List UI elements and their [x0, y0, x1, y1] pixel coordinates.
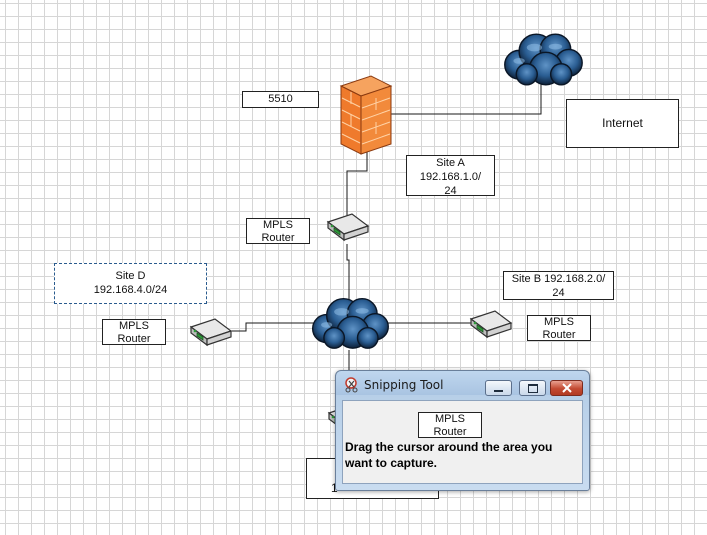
bottom-site-label-text: 1 — [331, 481, 338, 495]
router-label-bottom: MPLS Router — [418, 412, 482, 438]
site-b-label: Site B 192.168.2.0/ 24 — [503, 271, 614, 300]
router-label-left: MPLS Router — [102, 319, 166, 345]
model-label: 5510 — [242, 91, 319, 108]
router-icon — [326, 212, 370, 244]
minimize-button[interactable] — [485, 380, 512, 396]
router-label-top: MPLS Router — [246, 218, 310, 244]
router-icon — [188, 317, 234, 349]
router-label-right: MPLS Router — [527, 315, 591, 341]
minimize-icon — [494, 389, 503, 392]
cloud-icon — [500, 30, 586, 88]
snipping-instructions: Drag the cursor around the area you want… — [345, 440, 553, 470]
close-icon — [561, 383, 572, 393]
site-d-label: Site D 192.168.4.0/24 — [54, 263, 207, 304]
maximize-icon — [527, 383, 538, 393]
router-icon — [468, 309, 514, 341]
snipping-tool-client: MPLS Router Drag the cursor around the a… — [342, 400, 583, 484]
firewall-icon — [339, 74, 393, 156]
site-a-label: Site A 192.168.1.0/ 24 — [406, 155, 495, 197]
maximize-button[interactable] — [519, 380, 546, 396]
scissors-icon — [344, 377, 360, 393]
close-button[interactable] — [550, 380, 583, 396]
cloud-icon — [308, 292, 392, 354]
snipping-tool-window[interactable]: Snipping Tool MPLS Router Drag the curso… — [335, 370, 590, 491]
window-title: Snipping Tool — [364, 378, 444, 392]
internet-label: Internet — [566, 99, 679, 148]
